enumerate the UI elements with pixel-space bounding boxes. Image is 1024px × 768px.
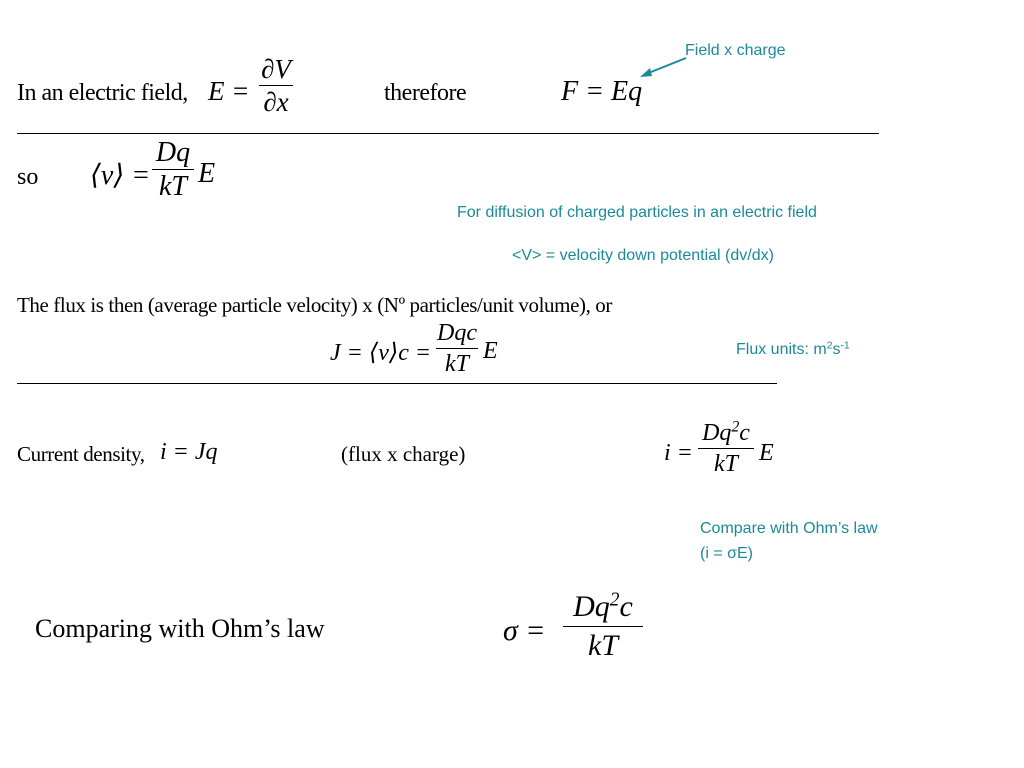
dq2c-kt-fraction: Dq2c kT — [698, 418, 754, 479]
flux-lhs: J = ⟨v⟩c = — [330, 340, 432, 366]
dv-numerator: ∂V — [261, 54, 291, 84]
current-equation: i = Jq — [160, 439, 218, 465]
dx-denominator: ∂x — [263, 87, 289, 117]
dv-dx-fraction: ∂V ∂x — [259, 53, 293, 118]
divider-rule — [17, 133, 879, 134]
sigma-lhs: σ = — [503, 614, 546, 647]
dq-kt-fraction: Dq kT — [152, 136, 194, 203]
dq-numerator: Dq — [155, 137, 191, 168]
fraction-bar — [152, 169, 194, 170]
kt-denominator: kT — [588, 629, 618, 662]
fraction-bar — [436, 348, 478, 349]
e-equals: E = — [208, 76, 250, 106]
diffusion-note: For diffusion of charged particles in an… — [457, 204, 817, 221]
dq2c-numerator: Dq2c — [573, 589, 633, 623]
current-lhs: i = — [664, 440, 693, 466]
divider-rule — [17, 383, 777, 384]
e-symbol: E — [483, 338, 498, 364]
e-symbol: E — [759, 440, 774, 466]
ohms-law-formula-note: (i = σE) — [700, 545, 753, 562]
dq2c-numerator: Dq2c — [702, 418, 750, 446]
electric-field-text: In an electric field, — [17, 80, 188, 106]
so-text: so — [17, 164, 39, 190]
kt-denominator: kT — [445, 351, 469, 377]
kt-denominator: kT — [159, 171, 187, 202]
force-equation: F = Eq — [561, 76, 643, 107]
current-density-text: Current density, — [17, 442, 145, 466]
e-symbol: E — [198, 158, 216, 189]
flux-text: The flux is then (average particle veloc… — [17, 293, 612, 317]
field-charge-note: Field x charge — [685, 42, 786, 59]
ohms-law-note: Compare with Ohm’s law — [700, 520, 878, 537]
comparing-ohms-law-text: Comparing with Ohm’s law — [35, 614, 325, 643]
fraction-bar — [259, 85, 293, 86]
flux-charge-text: (flux x charge) — [341, 442, 466, 466]
therefore-text: therefore — [384, 80, 467, 106]
dqc-kt-fraction: Dqc kT — [436, 318, 478, 379]
fraction-bar — [698, 448, 754, 449]
conductivity-fraction: Dq2c kT — [563, 588, 643, 665]
arrow-icon — [640, 57, 687, 77]
dqc-numerator: Dqc — [437, 320, 477, 346]
fraction-bar — [563, 626, 643, 627]
velocity-note: <V> = velocity down potential (dv/dx) — [512, 247, 774, 264]
flux-units-note: Flux units: m2s-1 — [736, 340, 850, 358]
velocity-lhs: ⟨v⟩ = — [90, 160, 151, 191]
kt-denominator: kT — [714, 451, 738, 477]
